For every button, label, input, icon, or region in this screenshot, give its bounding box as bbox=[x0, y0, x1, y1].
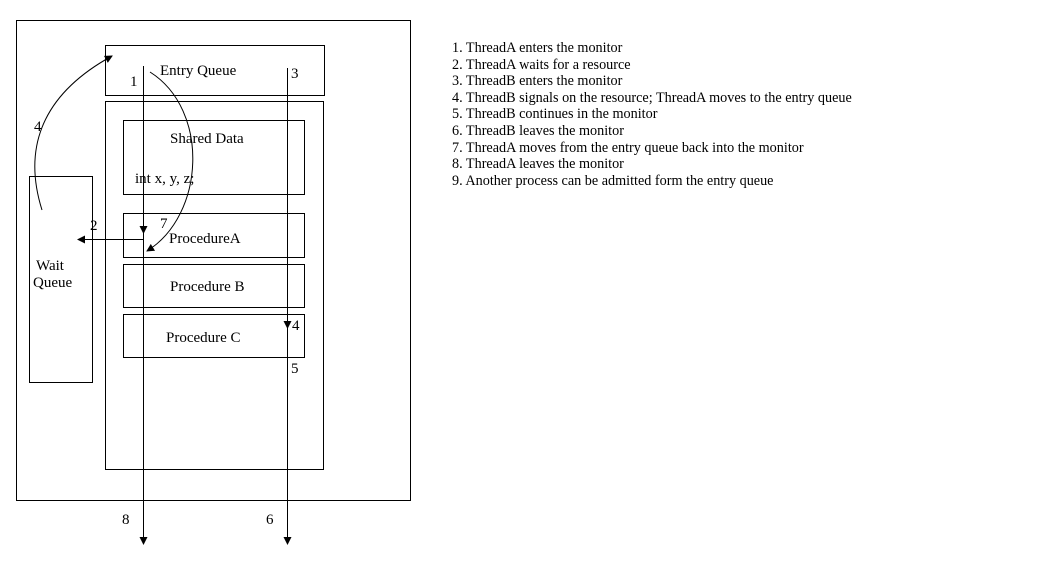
shared-data-vars: int x, y, z; bbox=[135, 171, 194, 187]
monitor-outer-box bbox=[16, 20, 411, 501]
step-item: 3. ThreadB enters the monitor bbox=[452, 73, 623, 90]
monitor-inner-box bbox=[105, 101, 324, 470]
entry-queue-box bbox=[105, 45, 325, 96]
shared-data-title: Shared Data bbox=[170, 131, 244, 147]
step-number-4-right: 4 bbox=[292, 318, 300, 334]
step-number-1: 1 bbox=[130, 74, 138, 90]
steps-list: 1. ThreadA enters the monitor 2. ThreadA… bbox=[452, 40, 852, 189]
step-number-8: 8 bbox=[122, 512, 130, 528]
step-number-6: 6 bbox=[266, 512, 274, 528]
step-item: 4. ThreadB signals on the resource; Thre… bbox=[452, 89, 852, 106]
procedure-a-label: ProcedureA bbox=[169, 231, 241, 247]
shared-data-box bbox=[123, 120, 305, 195]
step-item: 6. ThreadB leaves the monitor bbox=[452, 122, 624, 139]
step-number-5: 5 bbox=[291, 361, 299, 377]
step-number-7: 7 bbox=[160, 216, 168, 232]
step-number-4-left: 4 bbox=[34, 119, 42, 135]
procedure-b-box bbox=[123, 264, 305, 308]
step-item: 7. ThreadA moves from the entry queue ba… bbox=[452, 139, 804, 156]
wait-queue-label-line2: Queue bbox=[33, 275, 72, 291]
step-number-2: 2 bbox=[90, 218, 98, 234]
step-item: 9. Another process can be admitted form … bbox=[452, 172, 774, 189]
step-item: 8. ThreadA leaves the monitor bbox=[452, 156, 624, 173]
wait-queue-box bbox=[29, 176, 93, 383]
entry-queue-label: Entry Queue bbox=[160, 63, 237, 79]
step-item: 2. ThreadA waits for a resource bbox=[452, 56, 631, 73]
step-number-3: 3 bbox=[291, 66, 299, 82]
wait-to-entry-arrow bbox=[34, 55, 113, 211]
step-item: 5. ThreadB continues in the monitor bbox=[452, 106, 658, 123]
step-item: 1. ThreadA enters the monitor bbox=[452, 40, 623, 56]
procedure-c-label: Procedure C bbox=[166, 330, 241, 346]
procedure-b-label: Procedure B bbox=[170, 279, 245, 295]
wait-queue-label-line1: Wait bbox=[36, 258, 65, 274]
procedure-c-box bbox=[123, 314, 305, 358]
entry-to-monitor-arrow bbox=[146, 71, 194, 252]
procedure-a-box bbox=[123, 213, 305, 258]
